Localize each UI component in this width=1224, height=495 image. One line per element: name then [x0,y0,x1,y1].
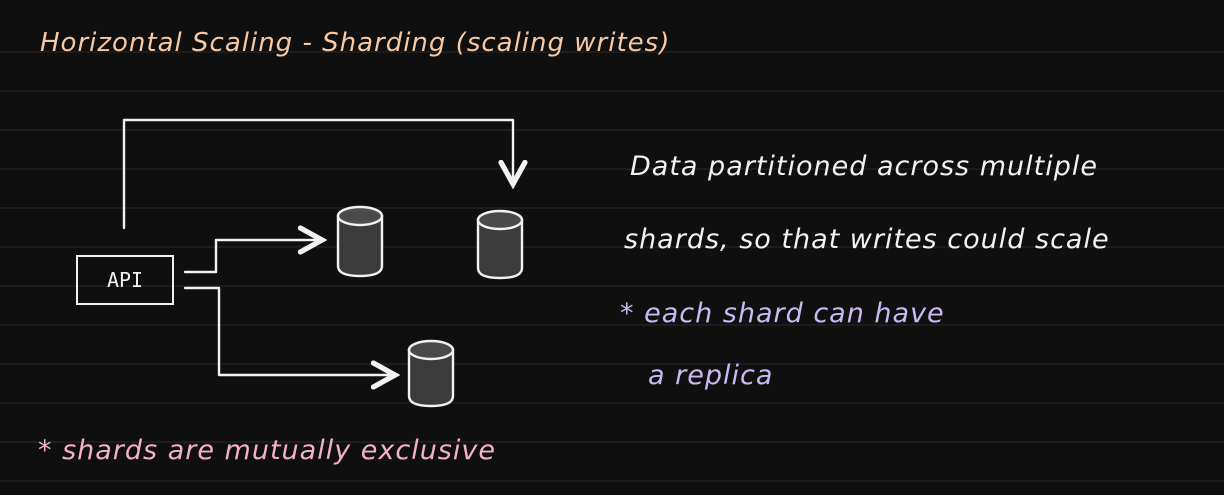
database-shard-1-icon [336,205,384,278]
note-partitioned-line-2: shards, so that writes could scale [624,224,1110,255]
database-shard-2-icon [476,209,524,280]
note-partitioned-line-1: Data partitioned across multiple [630,151,1098,182]
note-mutually-exclusive: * shards are mutually exclusive [38,435,496,466]
note-replica-line-2: a replica [648,360,774,391]
ruled-lines [0,51,1224,482]
api-node-label: API [106,268,144,292]
connector-api-to-shard-3 [183,286,395,375]
connector-api-to-shard-2 [122,118,513,230]
note-replica-line-1: * each shard can have [620,298,945,329]
api-node: API [76,255,174,305]
connector-api-to-shard-1 [183,240,322,274]
page-title: Horizontal Scaling - Sharding (scaling w… [40,28,671,58]
database-shard-3-icon [407,339,455,408]
